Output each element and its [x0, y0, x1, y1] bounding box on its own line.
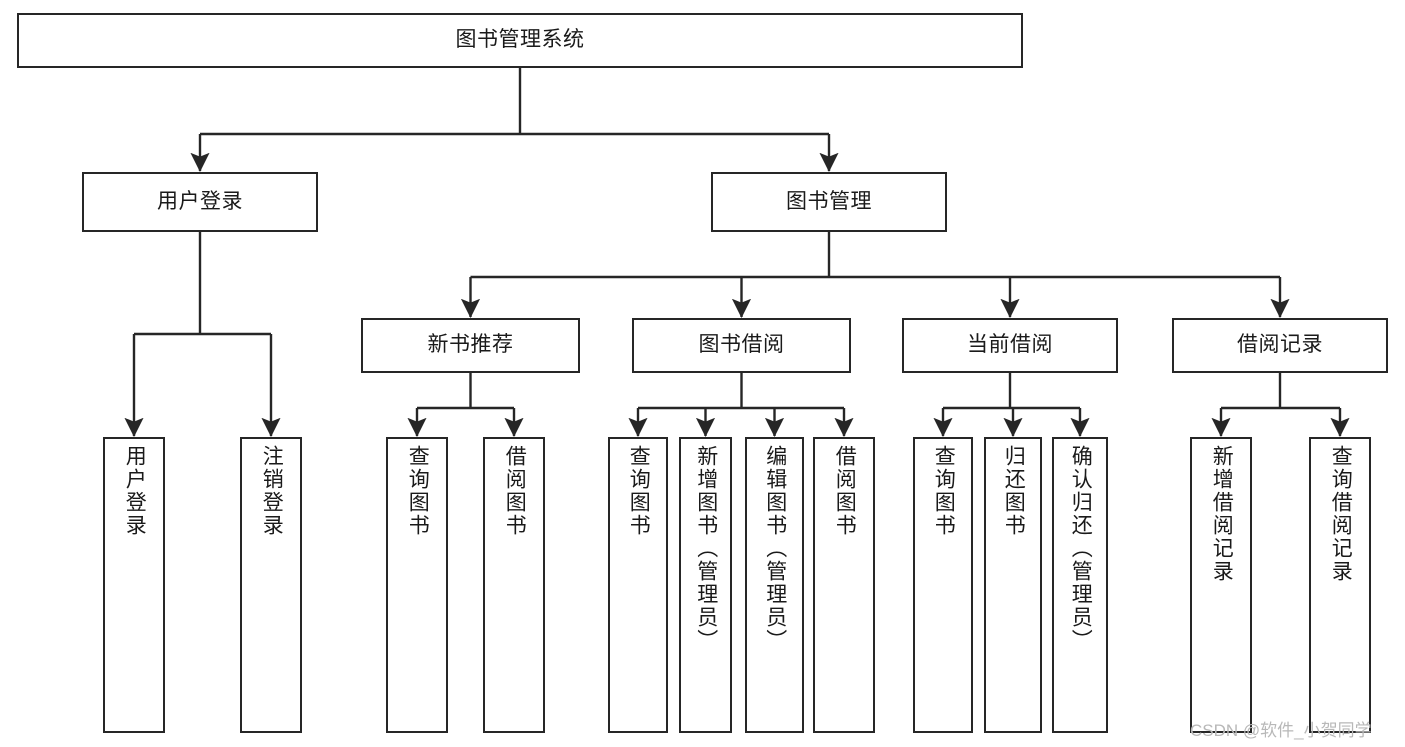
node-leaf-logout-login[interactable]: 注销登录 [240, 437, 302, 733]
node-leaf-query-book-2[interactable]: 查询图书 [608, 437, 668, 733]
node-label-leaf-add-book-admin: 新增图书（管理员） [694, 445, 718, 652]
node-leaf-user-login[interactable]: 用户登录 [103, 437, 165, 733]
node-label-new-book-recommend: 新书推荐 [427, 333, 514, 357]
node-label-borrow-record: 借阅记录 [1237, 333, 1323, 357]
node-current-borrow[interactable]: 当前借阅 [902, 318, 1118, 373]
node-label-root: 图书管理系统 [455, 28, 585, 52]
node-leaf-borrow-book-2[interactable]: 借阅图书 [813, 437, 875, 733]
node-label-user-login: 用户登录 [157, 189, 243, 213]
node-label-leaf-query-book-2: 查询图书 [627, 445, 651, 537]
node-label-leaf-logout-login: 注销登录 [260, 445, 284, 537]
node-label-leaf-borrow-book-2: 借阅图书 [833, 445, 857, 537]
node-label-book-manage: 图书管理 [786, 189, 872, 213]
node-label-leaf-query-borrow-record: 查询借阅记录 [1329, 445, 1353, 583]
watermark-label: CSDN @软件_小贺同学 [1190, 721, 1372, 740]
node-leaf-add-book-admin[interactable]: 新增图书（管理员） [679, 437, 732, 733]
node-book-manage[interactable]: 图书管理 [711, 172, 947, 232]
node-label-leaf-user-login: 用户登录 [123, 445, 147, 537]
node-label-book-borrow: 图书借阅 [698, 333, 785, 357]
node-leaf-edit-book-admin[interactable]: 编辑图书（管理员） [745, 437, 804, 733]
node-label-leaf-borrow-book-1: 借阅图书 [503, 445, 527, 537]
node-label-leaf-edit-book-admin: 编辑图书（管理员） [763, 445, 787, 652]
node-new-book-recommend[interactable]: 新书推荐 [361, 318, 580, 373]
node-borrow-record[interactable]: 借阅记录 [1172, 318, 1388, 373]
node-leaf-return-book[interactable]: 归还图书 [984, 437, 1042, 733]
node-user-login[interactable]: 用户登录 [82, 172, 318, 232]
node-root[interactable]: 图书管理系统 [17, 13, 1023, 68]
node-label-leaf-return-book: 归还图书 [1002, 445, 1026, 537]
node-leaf-query-borrow-record[interactable]: 查询借阅记录 [1309, 437, 1371, 733]
node-label-leaf-query-book-1: 查询图书 [406, 445, 430, 537]
node-leaf-query-book-3[interactable]: 查询图书 [913, 437, 973, 733]
node-leaf-query-book-1[interactable]: 查询图书 [386, 437, 448, 733]
node-leaf-add-borrow-record[interactable]: 新增借阅记录 [1190, 437, 1252, 733]
node-book-borrow[interactable]: 图书借阅 [632, 318, 851, 373]
node-label-current-borrow: 当前借阅 [967, 333, 1053, 357]
node-leaf-borrow-book-1[interactable]: 借阅图书 [483, 437, 545, 733]
node-label-leaf-confirm-return-admin: 确认归还（管理员） [1069, 445, 1093, 652]
node-label-leaf-query-book-3: 查询图书 [932, 445, 956, 537]
node-leaf-confirm-return-admin[interactable]: 确认归还（管理员） [1052, 437, 1108, 733]
node-label-leaf-add-borrow-record: 新增借阅记录 [1210, 445, 1234, 583]
